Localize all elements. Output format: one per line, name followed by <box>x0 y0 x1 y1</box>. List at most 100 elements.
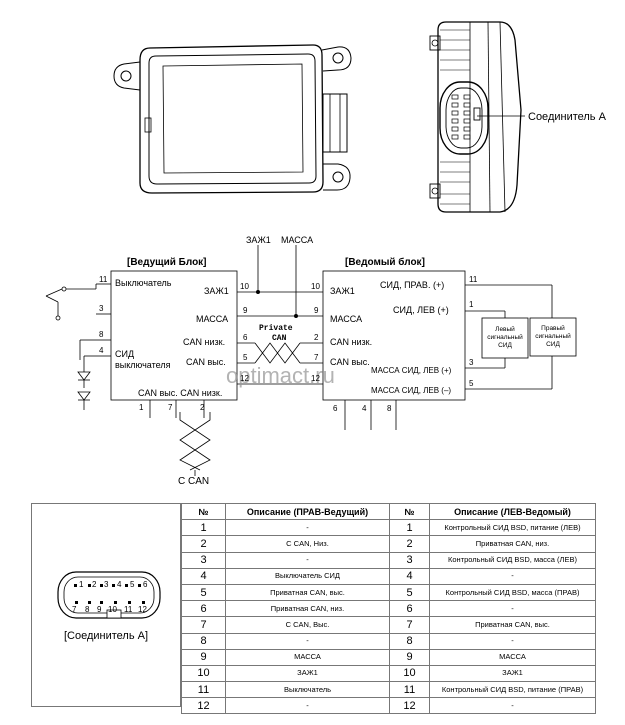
master-pin: 1 <box>139 403 144 412</box>
master-title: [Ведущий Блок] <box>127 257 207 268</box>
pin-desc-slave: ЗАЖ1 <box>429 664 596 683</box>
slave-pin: 11 <box>469 275 478 284</box>
master-pin: 10 <box>240 282 249 291</box>
pin-desc-master: - <box>225 519 390 537</box>
pin-number-master: 4 <box>181 567 226 585</box>
top-ground-label: МАССА <box>281 235 313 245</box>
pin-desc-slave: Контрольный СИД BSD, питание (ПРАВ) <box>429 681 596 699</box>
pin-number-master: 3 <box>181 551 226 569</box>
left-lamp-line-1: Левый <box>495 325 515 333</box>
master-ground-label: МАССА <box>196 314 228 324</box>
module-front-view <box>113 44 352 194</box>
pin-number-master: 10 <box>181 664 226 683</box>
master-pin: 5 <box>243 353 248 362</box>
slave-title: [Ведомый блок] <box>345 256 425 268</box>
pin-desc-slave: МАССА <box>429 648 596 666</box>
left-lamp-line-3: СИД <box>498 342 512 349</box>
slave-pin: 7 <box>314 353 319 362</box>
module-illustrations: Соединитель A <box>113 21 607 213</box>
master-pin: 8 <box>99 330 104 339</box>
connector-callout-label: Соединитель A <box>528 111 607 123</box>
slave-pin: 5 <box>469 379 474 388</box>
slave-pin: 12 <box>311 374 320 383</box>
connector-pin-label: 1 <box>79 580 84 589</box>
watermark: optimact.ru <box>226 363 335 388</box>
pin-number-master: 5 <box>181 583 226 602</box>
master-box <box>110 270 238 401</box>
pin-desc-slave: Контрольный СИД BSD, питание (ЛЕВ) <box>429 519 596 537</box>
slave-gnd-led-right-label: МАССА СИД, ЛЕВ (–) <box>371 386 451 395</box>
connector-pin-label: 9 <box>97 605 102 614</box>
connector-pin-label: 2 <box>92 580 97 589</box>
master-pin: 11 <box>99 275 108 284</box>
pin-number-master: 1 <box>181 519 226 537</box>
pin-number-slave: 10 <box>389 664 430 683</box>
private-can-label-1: Private <box>259 324 293 333</box>
pin-desc-slave: Контрольный СИД BSD, масса (ЛЕВ) <box>429 551 596 569</box>
master-ign-label: ЗАЖ1 <box>204 286 229 296</box>
master-pin: 2 <box>200 403 205 412</box>
table-row: 8-8- <box>181 632 596 650</box>
pin-number-slave: 6 <box>389 600 430 618</box>
pin-number-master: 9 <box>181 648 226 666</box>
master-switch-label: Выключатель <box>115 278 172 288</box>
pin-number-slave: 7 <box>389 616 430 634</box>
pin-table: № Описание (ПРАВ-Ведущий) № Описание (ЛЕ… <box>181 502 596 715</box>
pin-number-master: 11 <box>181 681 226 699</box>
pin-desc-master: Приватная CAN, выс. <box>225 583 390 602</box>
slave-pin: 6 <box>333 404 338 413</box>
wiring-diagram: [Ведущий Блок] [Ведомый блок] ЗАЖ1 МАССА… <box>45 235 577 487</box>
connector-a-drawing: 1 2 3 4 5 6 7 8 9 10 11 12 <box>57 571 161 619</box>
connector-pin-label: 7 <box>72 605 77 614</box>
pin-number-slave: 9 <box>389 648 430 666</box>
table-row: 12-12- <box>181 697 596 715</box>
left-lamp-line-2: сигнальный <box>487 333 523 341</box>
right-lamp-line-1: Правый <box>541 324 565 332</box>
pin-desc-slave: Приватная CAN, низ. <box>429 535 596 553</box>
master-bottom-can-label: CAN выс. CAN низк. <box>138 388 222 398</box>
pin-number-master: 6 <box>181 600 226 618</box>
pin-number-master: 8 <box>181 632 226 650</box>
master-pin: 3 <box>99 304 104 313</box>
slave-gnd-led-left-label: МАССА СИД, ЛЕВ (+) <box>371 366 452 375</box>
pin-desc-master: C CAN, Низ. <box>225 535 390 553</box>
slave-led-right-label: СИД, ПРАВ. (+) <box>380 280 444 290</box>
pin-desc-master: ЗАЖ1 <box>225 664 390 683</box>
slave-ground-label: МАССА <box>330 314 362 324</box>
slave-pin: 3 <box>469 358 474 367</box>
pin-desc-master: Выключатель СИД <box>225 567 390 585</box>
connector-pin-label: 3 <box>104 580 109 589</box>
pin-desc-master: Приватная CAN, низ. <box>225 600 390 618</box>
master-can-low-label: CAN низк. <box>183 337 225 347</box>
pin-number-slave: 5 <box>389 583 430 602</box>
connector-pin-label: 5 <box>130 580 135 589</box>
master-led-label-1: СИД <box>115 349 134 359</box>
slave-led-left-label: СИД, ЛЕВ (+) <box>393 305 449 315</box>
right-lamp-box <box>529 317 577 357</box>
pin-number-slave: 1 <box>389 519 430 537</box>
master-led-label-2: выключателя <box>115 360 171 370</box>
pin-number-slave: 12 <box>389 697 430 715</box>
module-side-view <box>429 21 522 213</box>
slave-pin: 2 <box>314 333 319 342</box>
right-lamp-line-2: сигнальный <box>535 332 571 340</box>
col-header-no: № <box>389 502 430 521</box>
connector-panel: 1 2 3 4 5 6 7 8 9 10 11 12 [Соединитель … <box>31 503 181 707</box>
slave-pin: 4 <box>362 404 367 413</box>
slave-pin: 1 <box>469 300 474 309</box>
col-header-slave-desc: Описание (ЛЕВ-Ведомый) <box>429 502 596 521</box>
pin-number-master: 7 <box>181 616 226 634</box>
pin-number-slave: 2 <box>389 535 430 553</box>
right-lamp-line-3: СИД <box>546 341 560 348</box>
pin-number-slave: 11 <box>389 681 430 699</box>
bottom-ccan-label: C CAN <box>178 476 209 487</box>
slave-pin: 10 <box>311 282 320 291</box>
master-can-high-label: CAN выс. <box>186 357 226 367</box>
pin-desc-slave: Приватная CAN, выс. <box>429 616 596 634</box>
private-can-label-2: CAN <box>272 334 287 343</box>
